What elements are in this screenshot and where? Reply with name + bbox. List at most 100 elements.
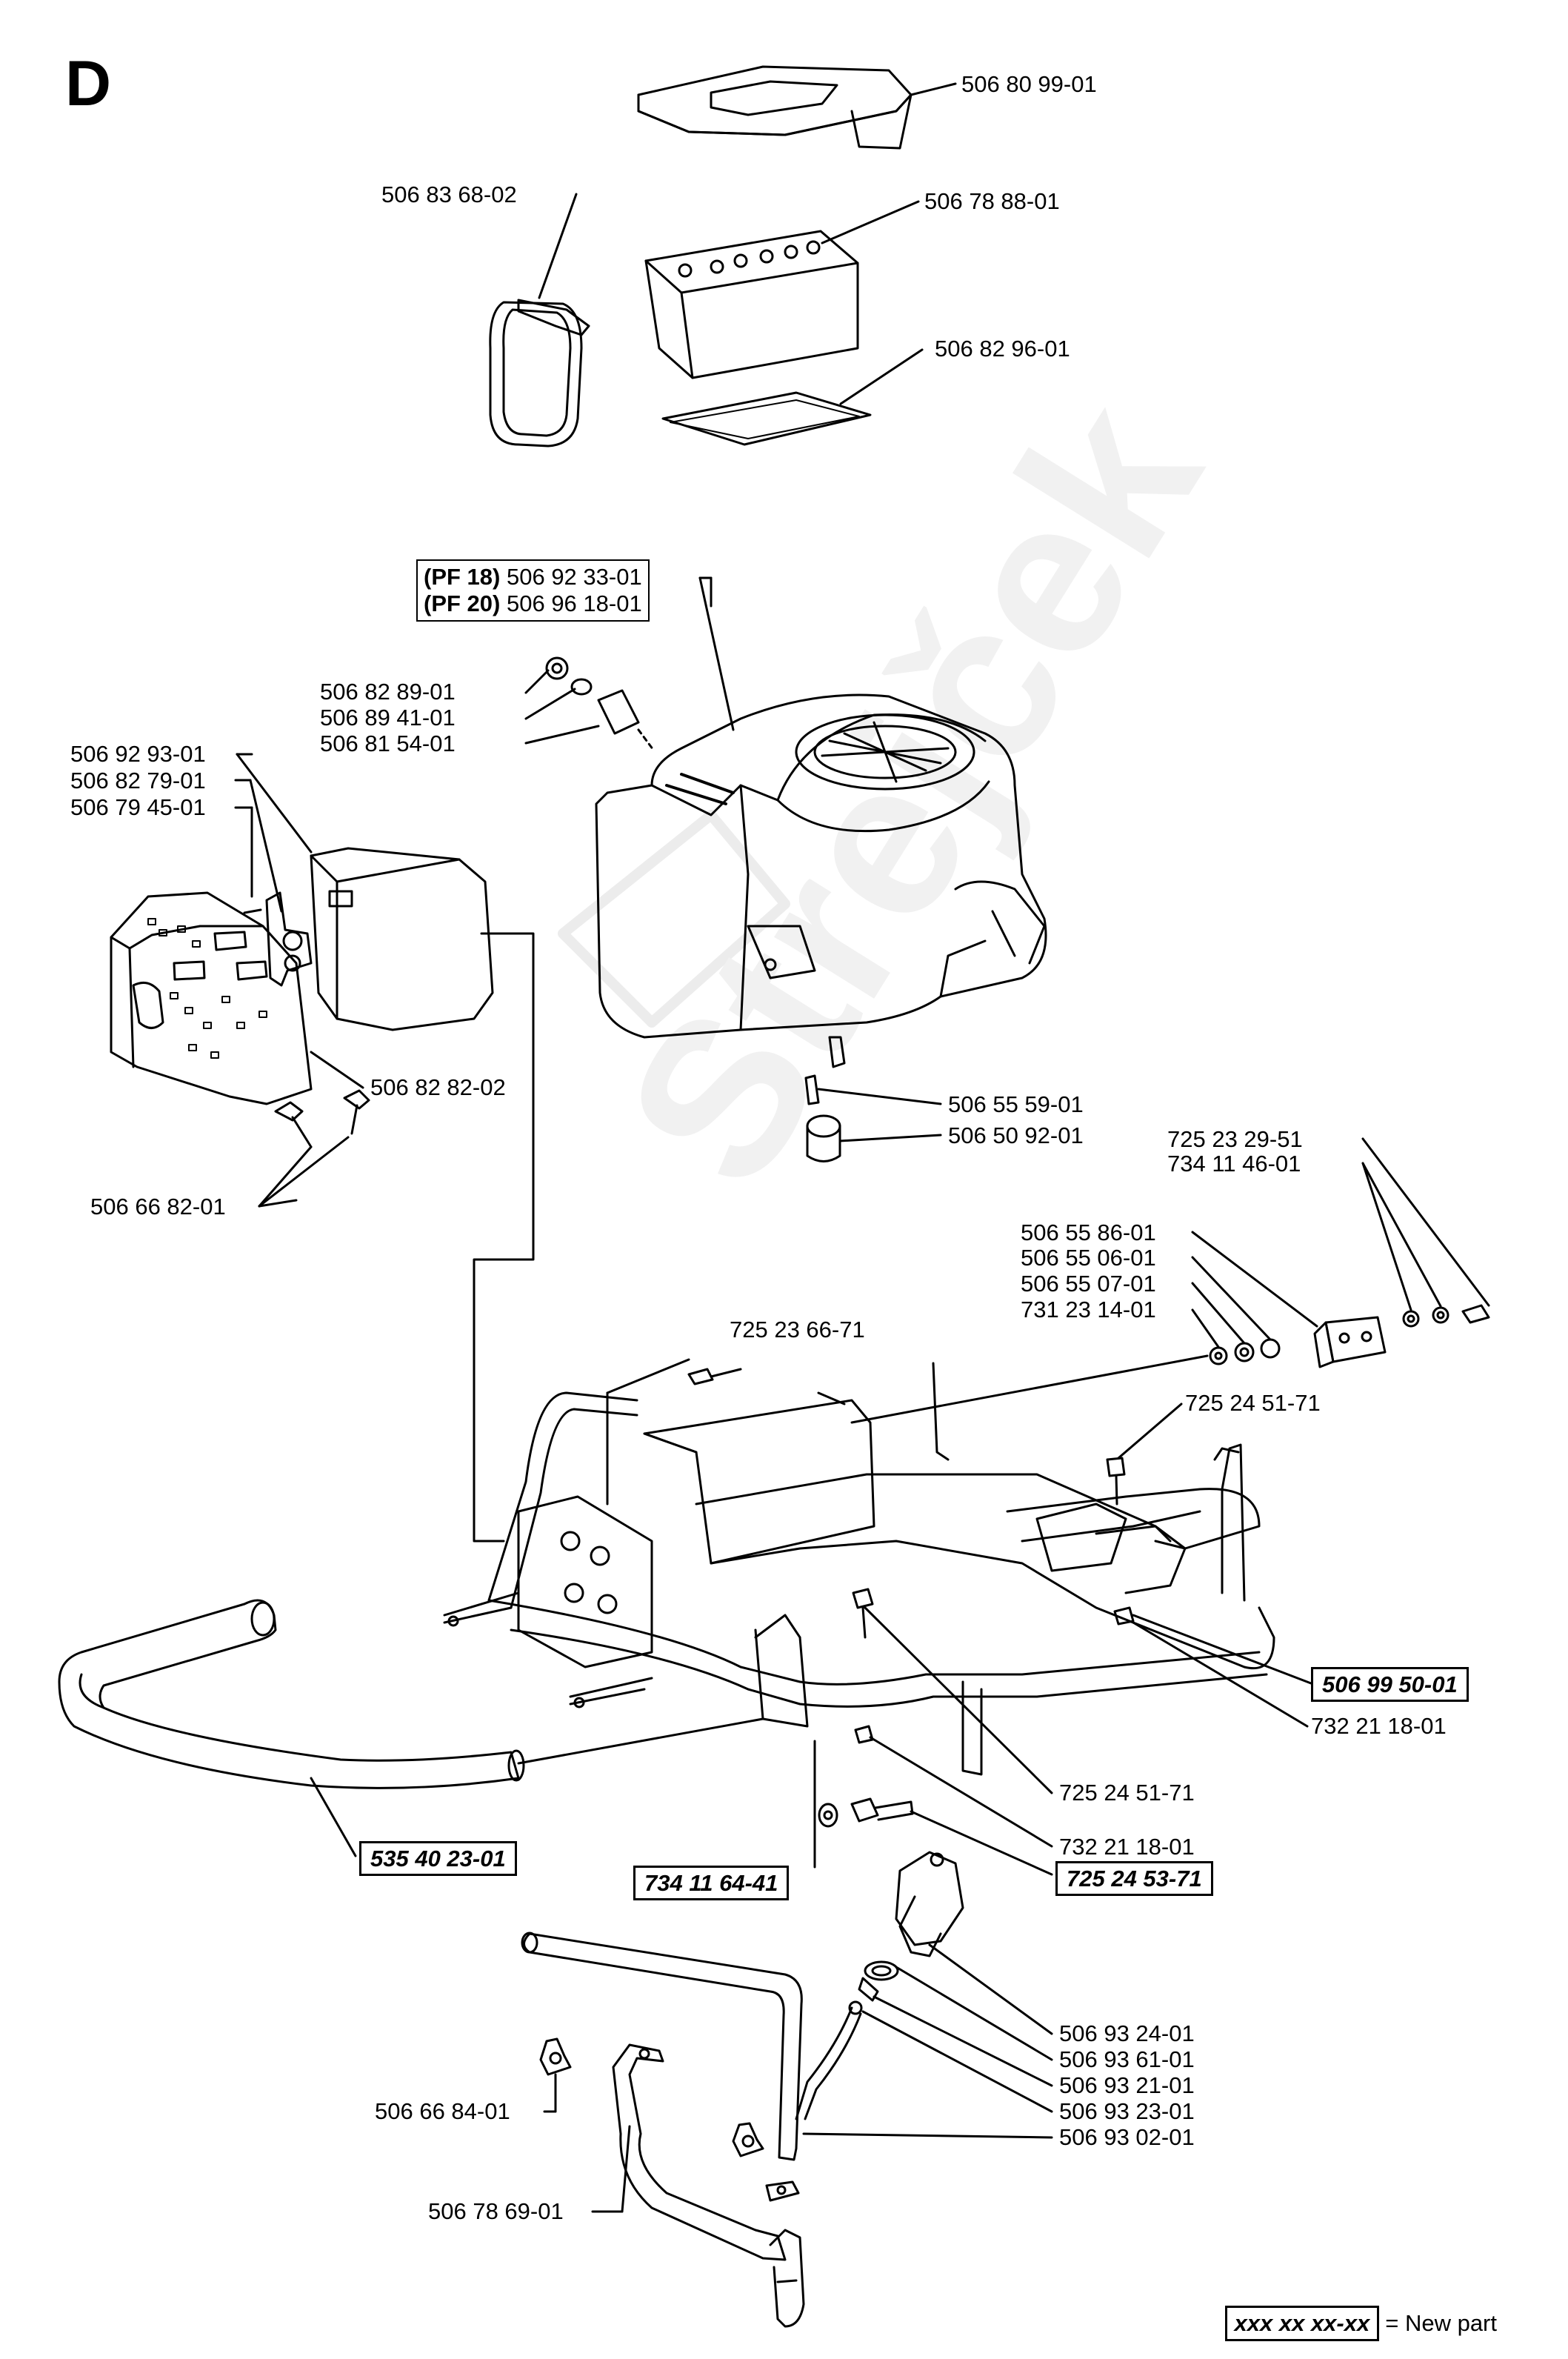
label-731-23-14: 731 23 14-01 — [1021, 1297, 1156, 1322]
label-732-21-18-bottom: 732 21 18-01 — [1059, 1834, 1195, 1860]
leader-muffler-bolts — [258, 1199, 298, 1208]
leader-506-89-41 — [524, 688, 576, 720]
leader-battery-mat — [839, 348, 924, 405]
label-725-23-66: 725 23 66-71 — [730, 1317, 865, 1342]
label-muffler-guard: 506 82 82-02 — [370, 1074, 506, 1100]
label-battery-cover: 506 80 99-01 — [961, 71, 1097, 97]
label-725-24-51-top: 725 24 51-71 — [1185, 1390, 1321, 1416]
nut-732-21-18-right-drawing — [1113, 1606, 1135, 1626]
label-734-11-46: 734 11 46-01 — [1167, 1151, 1301, 1177]
leader-506-82-89 — [524, 669, 550, 694]
engine-screw-parts — [545, 656, 640, 735]
leader-725-24-51-bottom — [864, 1606, 1053, 1794]
leader-734-11-46 — [1361, 1162, 1412, 1311]
label-506-81-54: 506 81 54-01 — [320, 731, 456, 756]
leader-506-92-93 — [236, 753, 313, 854]
muffler-drawing — [243, 847, 494, 1031]
label-muffler-bolts: 506 66 82-01 — [90, 1194, 226, 1220]
leader-engine-dashed — [637, 728, 655, 751]
label-frame-new-part: 506 99 50-01 — [1311, 1667, 1469, 1702]
leader-battery — [821, 200, 920, 244]
leader-506-50-92 — [838, 1134, 942, 1142]
leader-battery-cover — [910, 82, 957, 96]
bolt-725-24-51-bottom-drawing — [852, 1588, 874, 1639]
legend-sample: xxx xx xx-xx — [1224, 2306, 1380, 2341]
leader-506-93-23 — [861, 2010, 1053, 2113]
leader-506-93-24 — [928, 1943, 1053, 2035]
label-506-82-79: 506 82 79-01 — [70, 768, 206, 793]
nut-732-21-18-bottom-drawing — [854, 1725, 874, 1744]
leader-506-93-02 — [802, 2132, 1053, 2139]
battery-strap-drawing — [489, 299, 590, 447]
leader-bolt-new — [910, 1810, 1053, 1876]
label-engine-pf18: 506 92 33-01 — [506, 564, 642, 590]
leader-frame-new — [1132, 1614, 1312, 1685]
bolt-725-24-51-top-drawing — [1106, 1457, 1126, 1505]
leader-506-81-54 — [524, 725, 600, 745]
label-506-93-61: 506 93 61-01 — [1059, 2046, 1195, 2072]
leader-muffler-to-frame — [473, 932, 535, 1543]
battery-cover-drawing — [637, 65, 913, 150]
label-battery-mat: 506 82 96-01 — [935, 336, 1070, 362]
muffler-bolts-drawing — [274, 1089, 370, 1148]
leader-506-93-21 — [873, 1995, 1053, 2087]
label-506-55-86: 506 55 86-01 — [1021, 1220, 1156, 1245]
leader-732-21-18-right — [1132, 1621, 1309, 1728]
engine-pf20-tag: (PF 20) — [424, 590, 501, 616]
label-bumper-new-part: 535 40 23-01 — [359, 1841, 517, 1876]
label-506-55-06: 506 55 06-01 — [1021, 1245, 1156, 1271]
leader-bumper-to-frame — [517, 1717, 764, 1765]
leader-506-55-59 — [817, 1088, 942, 1105]
label-725-24-51-bottom: 725 24 51-71 — [1059, 1780, 1195, 1806]
label-battery: 506 78 88-01 — [924, 188, 1060, 214]
leader-506-55-86 — [1191, 1231, 1318, 1328]
leader-lever-link — [850, 1354, 1209, 1424]
label-732-21-18-right: 732 21 18-01 — [1311, 1713, 1447, 1739]
fuel-filter-drawing — [795, 1851, 964, 2120]
engine-pf-box: (PF 18) 506 92 33-01 (PF 20) 506 96 18-0… — [416, 559, 650, 622]
label-bolt-new-part: 725 24 53-71 — [1055, 1861, 1213, 1896]
battery-mat-drawing — [661, 391, 872, 446]
label-506-89-41: 506 89 41-01 — [320, 705, 456, 731]
label-506-92-93: 506 92 93-01 — [70, 741, 206, 767]
label-battery-strap: 506 83 68-02 — [381, 182, 517, 207]
shaft-parts-drawing — [804, 1036, 846, 1162]
label-506-93-21: 506 93 21-01 — [1059, 2072, 1195, 2098]
label-506-78-69: 506 78 69-01 — [428, 2198, 564, 2224]
label-506-55-07: 506 55 07-01 — [1021, 1271, 1156, 1297]
label-506-79-45: 506 79 45-01 — [70, 794, 206, 820]
muffler-guard-drawing — [110, 891, 313, 1105]
leader-muffler-guard — [310, 1051, 364, 1089]
leader-bumper-new — [310, 1777, 357, 1857]
leader-engine — [698, 576, 735, 731]
engine-drawing — [595, 693, 1047, 1039]
label-725-23-29: 725 23 29-51 — [1167, 1126, 1303, 1152]
leader-506-93-61 — [895, 1966, 1053, 2061]
label-506-82-89: 506 82 89-01 — [320, 679, 456, 705]
svg-text:Strejček: Strejček — [577, 359, 1248, 1226]
engine-pf18-tag: (PF 18) — [424, 564, 501, 590]
washer-bolt-new-drawing — [818, 1797, 914, 1828]
leader-506-55-07 — [1191, 1282, 1246, 1345]
leader-725-23-66 — [606, 1358, 690, 1394]
label-506-66-84: 506 66 84-01 — [375, 2098, 510, 2124]
leader-725-24-51-top — [1117, 1403, 1183, 1460]
lever-parts-drawing — [1209, 1304, 1490, 1368]
leader-battery-strap — [538, 193, 578, 299]
fuel-line-drawing — [521, 1932, 805, 2328]
bumper-drawing — [58, 1599, 525, 1789]
legend-text: = New part — [1385, 2310, 1497, 2336]
label-shaft-key: 506 55 59-01 — [948, 1091, 1084, 1117]
leader-725-23-29 — [1361, 1137, 1490, 1307]
legend-new-part: xxx xx xx-xx= New part — [1224, 2306, 1497, 2341]
label-506-93-24: 506 93 24-01 — [1059, 2020, 1195, 2046]
leader-506-55-06 — [1191, 1256, 1272, 1341]
hose-clamp-drawing — [539, 2037, 764, 2157]
label-engine-pf20: 506 96 18-01 — [506, 590, 642, 616]
frame-drawing — [443, 1362, 1275, 1776]
label-shaft-spacer: 506 50 92-01 — [948, 1122, 1084, 1148]
battery-drawing — [644, 230, 859, 379]
label-506-93-02: 506 93 02-01 — [1059, 2124, 1195, 2150]
leader-732-21-18-bottom — [869, 1736, 1053, 1848]
